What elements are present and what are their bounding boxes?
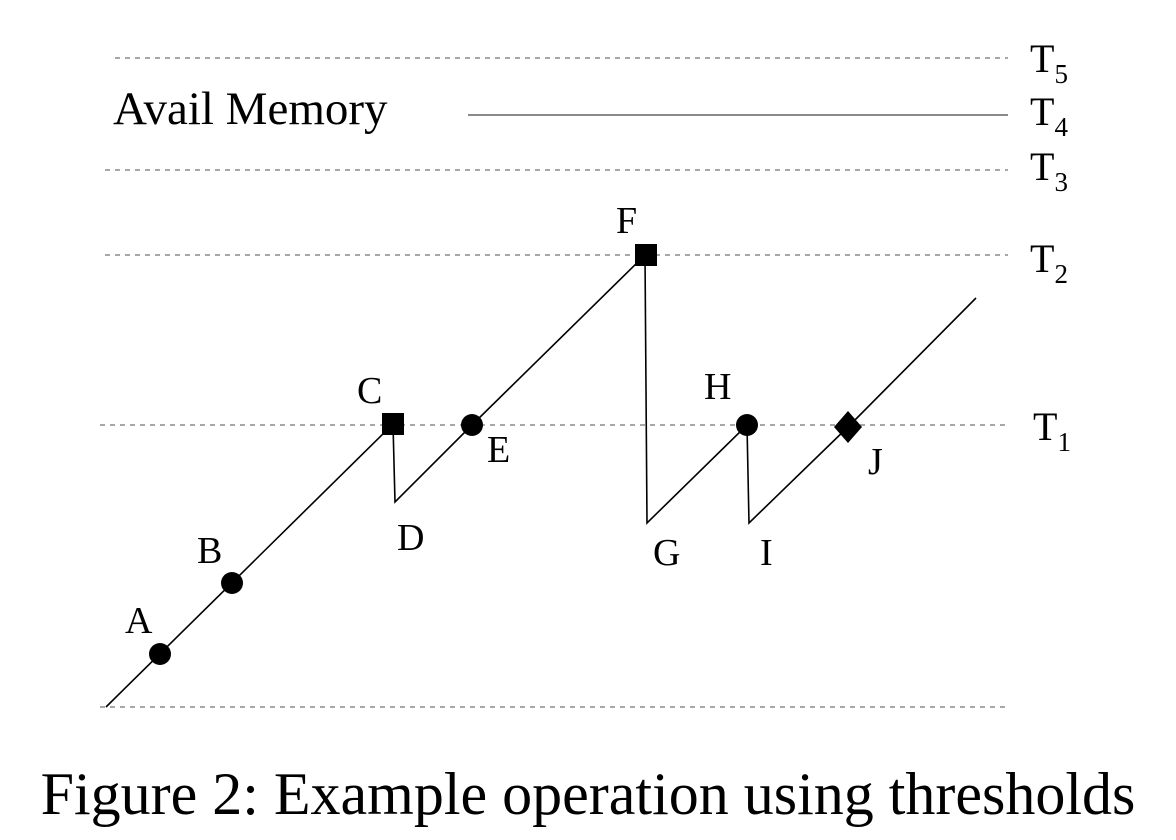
threshold-label-t4-sub: 4 [1054,112,1068,142]
threshold-label-t5: T5 [1030,36,1068,89]
point-c-marker [382,413,404,435]
point-j-label: J [868,441,883,483]
threshold-label-t2-letter: T [1030,236,1054,281]
threshold-label-t4-letter: T [1030,89,1054,134]
point-e-label: E [487,429,510,471]
threshold-label-t3-sub: 3 [1054,167,1068,197]
threshold-label-t3: T3 [1030,144,1068,197]
point-b-label: B [197,530,222,572]
point-f-label: F [616,200,637,242]
threshold-label-t1: T1 [1033,404,1071,457]
point-g-label: G [653,532,680,574]
threshold-label-t2-sub: 2 [1054,259,1068,289]
threshold-label-t2: T2 [1030,236,1068,289]
point-f-marker [635,244,657,266]
point-h-marker [736,414,758,436]
point-d-label: D [397,517,424,559]
threshold-label-t3-letter: T [1030,144,1054,189]
point-a-marker [149,643,171,665]
memory-usage-trace [105,253,977,708]
point-i-label: I [760,532,773,574]
point-a-label: A [125,600,153,642]
threshold-label-t4: T4 [1030,89,1068,142]
threshold-label-t5-sub: 5 [1054,59,1068,89]
figure-caption: Figure 2: Example operation using thresh… [40,761,1136,827]
point-h-label: H [704,366,731,408]
threshold-label-t1-letter: T [1033,404,1057,449]
avail-memory-label: Avail Memory [113,83,388,135]
point-j-marker [834,411,862,443]
point-e-marker [461,414,483,436]
threshold-label-t1-sub: 1 [1057,427,1071,457]
point-c-label: C [357,370,382,412]
point-b-marker [221,572,243,594]
threshold-label-t5-letter: T [1030,36,1054,81]
